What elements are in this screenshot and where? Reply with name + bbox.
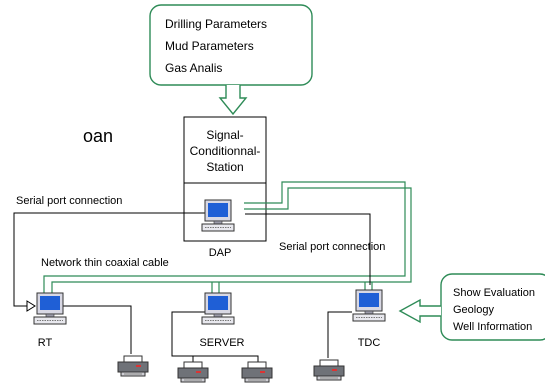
tdc-label: TDC xyxy=(358,337,381,349)
server-label: SERVER xyxy=(199,337,244,349)
serial-connections xyxy=(13,212,371,364)
dap-label: DAP xyxy=(209,247,232,259)
top-box-line-1: Drilling Parameters xyxy=(165,17,267,31)
right-box-line-1: Show Evaluation xyxy=(453,287,535,299)
top-box-line-3: Gas Analis xyxy=(165,61,222,75)
server-printer-1-icon xyxy=(177,361,209,383)
right-box-line-2: Geology xyxy=(453,304,494,316)
left-arrow-icon xyxy=(398,298,441,324)
dap-computer-icon xyxy=(201,199,235,232)
down-arrow-icon xyxy=(218,85,248,116)
serial-port-label-right: Serial port connection xyxy=(279,241,385,253)
drilling-parameters-box: Drilling Parameters Mud Parameters Gas A… xyxy=(149,4,313,86)
serial-port-label-left: Serial port connection xyxy=(16,195,122,207)
server-computer-icon xyxy=(201,292,235,325)
serial-arrowhead-icon xyxy=(26,300,36,312)
station-line-2: Conditionnal- xyxy=(190,144,261,158)
fragment-text: oan xyxy=(83,126,113,146)
server-printer-2-icon xyxy=(241,361,273,383)
station-line-3: Station xyxy=(206,160,243,174)
top-box-line-2: Mud Parameters xyxy=(165,39,254,53)
tdc-printer-icon xyxy=(313,359,345,381)
network-cable-label: Network thin coaxial cable xyxy=(41,257,169,269)
rt-printer-icon xyxy=(117,355,149,377)
rt-label: RT xyxy=(38,337,53,349)
show-evaluation-box: Show Evaluation Geology Well Information xyxy=(440,273,545,341)
rt-computer-icon xyxy=(33,292,67,325)
right-box-line-3: Well Information xyxy=(453,321,532,333)
signal-conditioning-station: Signal- Conditionnal- Station xyxy=(183,116,267,242)
tdc-computer-icon xyxy=(352,289,386,322)
station-line-1: Signal- xyxy=(206,128,243,142)
